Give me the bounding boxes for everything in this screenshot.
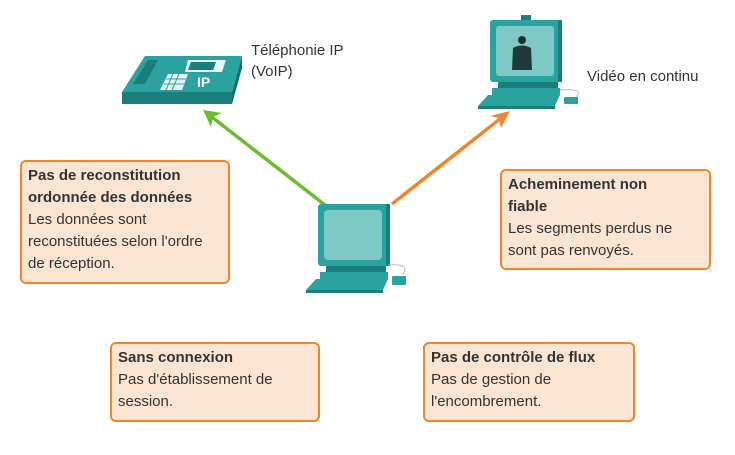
voip-label-line2: (VoIP) [251,63,293,80]
box-desc: Les segments perdus ne [508,220,673,237]
source-pc-icon [306,204,406,293]
box-title: Acheminement non [508,176,648,193]
arrow-to-voip [203,110,327,207]
box-title: Pas de reconstitution [28,167,181,184]
box-unreliable-delivery: Acheminement non fiable Les segments per… [500,169,711,270]
arrow-to-video [390,111,510,206]
box-title: Pas de contrôle de flux [431,349,596,366]
box-title: fiable [508,198,548,215]
box-desc: de réception. [28,255,115,272]
box-desc: Les données sont [28,211,147,228]
ip-badge: IP [197,74,210,90]
box-desc: reconstituées selon l'ordre [28,233,203,250]
box-no-flow-control: Pas de contrôle de flux Pas de gestion d… [423,342,635,422]
box-desc: Pas d'établissement de [118,371,273,388]
box-title: ordonnée des données [28,189,193,206]
box-title: Sans connexion [118,349,234,366]
video-label: Vidéo en continu [587,68,699,85]
box-no-reordering: Pas de reconstitution ordonnée des donné… [20,160,230,284]
voip-phone-icon [122,56,242,104]
box-desc: Pas de gestion de [431,371,552,388]
voip-label-line1: Téléphonie IP [251,42,344,59]
box-desc: sont pas renvoyés. [508,242,634,259]
box-desc: session. [118,393,174,410]
voip-label: Téléphonie IP (VoIP) [251,40,344,82]
box-desc: l'encombrement. [431,393,542,410]
box-connectionless: Sans connexion Pas d'établissement de se… [110,342,320,422]
video-pc-icon [478,15,579,109]
